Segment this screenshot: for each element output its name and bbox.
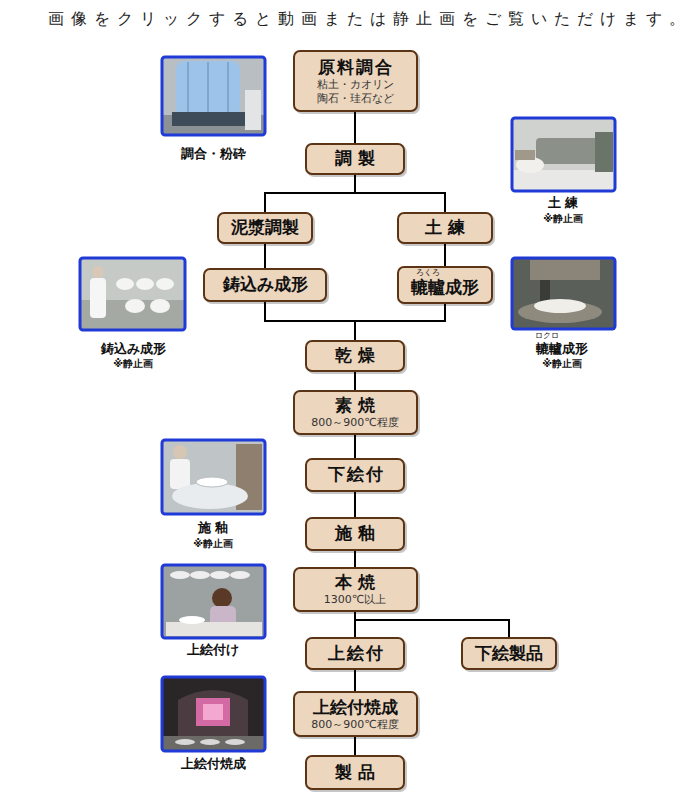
process-box: 上絵付 <box>305 637 405 670</box>
process-box: 乾燥 <box>305 340 405 372</box>
photo-wheel <box>512 258 615 330</box>
photo-caption: 上絵付焼成 <box>181 757 246 772</box>
process-box: 鋳込み成形 <box>203 268 327 302</box>
still-image-note: ※静止画 <box>542 358 582 370</box>
step-name: 土練 <box>419 217 471 238</box>
flow-line <box>354 372 356 390</box>
step-name: 泥漿調製 <box>231 217 299 238</box>
process-box: 泥漿調製 <box>217 212 313 244</box>
flow-line <box>354 737 356 755</box>
photo-caption: 施 釉 <box>198 521 229 536</box>
still-image-note: ※静止画 <box>193 538 233 550</box>
flow-line <box>355 175 445 212</box>
photo-painting <box>162 565 265 638</box>
step-note: 800～900℃程度 <box>311 718 398 732</box>
still-image-note: ※静止画 <box>543 213 583 225</box>
photo-casting <box>80 258 185 330</box>
photo-caption: 調合・粉砕 <box>181 147 246 162</box>
photo-caption: 鋳込み成形 <box>101 342 166 357</box>
flow-line <box>354 112 356 143</box>
photo-kneading <box>512 118 615 191</box>
flow-line <box>354 670 356 691</box>
step-note: 粘土・カオリン 陶石・珪石など <box>309 78 401 106</box>
step-note: 800～900℃程度 <box>311 416 398 430</box>
step-name: 上絵付焼成 <box>313 697 398 718</box>
photo-caption: 土 練 <box>548 196 579 211</box>
still-image-note: ※静止画 <box>113 358 153 370</box>
step-name: 素焼 <box>329 395 381 416</box>
step-name: 下絵製品 <box>475 643 543 664</box>
page-note: 画像をクリックすると動画または静止画をご覧いただけます。 <box>48 9 692 28</box>
step-name: 下絵付 <box>326 464 385 485</box>
process-box: 製品 <box>305 755 405 790</box>
flow-line <box>444 244 446 266</box>
step-name: 調製 <box>329 148 381 169</box>
step-name: 施釉 <box>329 523 381 544</box>
step-name: 上絵付 <box>326 643 385 664</box>
step-name: 乾燥 <box>329 345 381 366</box>
flow-line <box>355 304 445 340</box>
step-name: 轆轤成形 <box>411 277 479 298</box>
photo-glazing <box>162 440 265 514</box>
process-box: ろくろ轆轤成形 <box>397 266 493 304</box>
photo-mixing <box>162 57 265 135</box>
flow-line <box>264 244 266 268</box>
ruby-reading: ろくろ <box>416 269 440 277</box>
step-name: 原料調合 <box>316 57 394 78</box>
flow-line <box>265 302 355 340</box>
step-note: 1300℃以上 <box>324 593 386 607</box>
process-box: 土練 <box>397 212 493 244</box>
flow-line <box>265 175 355 212</box>
process-box: 下絵付 <box>305 458 405 492</box>
process-box: 下絵製品 <box>461 637 557 670</box>
process-box: 原料調合粘土・カオリン 陶石・珪石など <box>293 50 418 112</box>
photo-caption: 上絵付け <box>187 643 239 658</box>
photo-frames <box>80 57 615 751</box>
step-name: 製品 <box>329 762 381 783</box>
flow-line <box>354 435 356 458</box>
step-name: 鋳込み成形 <box>223 274 308 295</box>
photo-kiln <box>162 677 265 751</box>
photo-caption: 轆轤成形 <box>536 342 588 357</box>
flow-line <box>355 612 509 637</box>
process-box: 調製 <box>305 143 405 175</box>
process-box: 上絵付焼成800～900℃程度 <box>293 691 418 737</box>
still-image-note: ロクロ <box>535 331 559 340</box>
process-box: 素焼800～900℃程度 <box>293 390 418 435</box>
process-box: 本焼1300℃以上 <box>293 567 418 612</box>
flow-line <box>354 492 356 517</box>
step-name: 本焼 <box>329 572 381 593</box>
process-box: 施釉 <box>305 517 405 551</box>
flow-line <box>354 551 356 567</box>
